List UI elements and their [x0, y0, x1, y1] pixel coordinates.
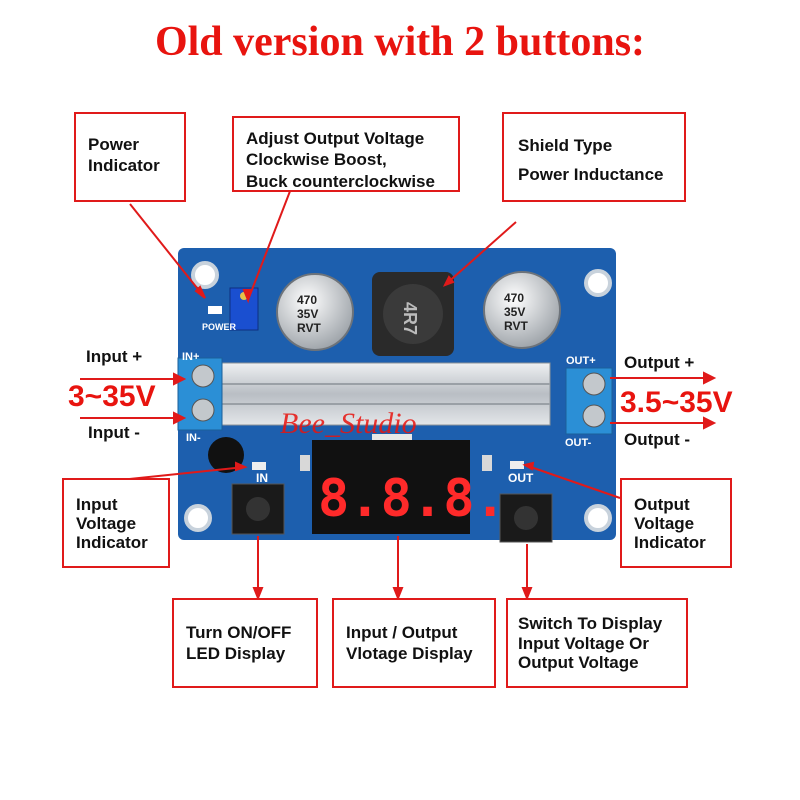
callout-input-indicator: Input Voltage Indicator — [62, 478, 170, 568]
callout-voltage-display: Input / Output Vlotage Display — [332, 598, 496, 688]
heatsink — [211, 362, 551, 426]
capacitor-right — [483, 271, 561, 349]
callout-power-indicator: Power Indicator — [74, 112, 186, 202]
input-range: 3~35V — [68, 380, 156, 413]
out-minus-silkscreen: OUT- — [565, 437, 592, 449]
callout-switch-display: Switch To Display Input Voltage Or Outpu… — [506, 598, 688, 688]
cap-left-line-2: 35V — [297, 307, 318, 321]
watermark: Bee_Studio — [280, 407, 417, 440]
in-plus-silkscreen: IN+ — [182, 351, 199, 363]
cap-right-line-2: 35V — [504, 305, 525, 319]
input-minus-label: Input - — [88, 423, 140, 442]
mounting-hole — [584, 269, 612, 297]
display-digits: 8.8.8. — [318, 469, 506, 529]
callout-turn-onoff: Turn ON/OFF LED Display — [172, 598, 318, 688]
mounting-hole — [584, 504, 612, 532]
out-plus-silkscreen: OUT+ — [566, 355, 596, 367]
inductor-code: 4R7 — [400, 302, 420, 335]
page-title: Old version with 2 buttons: — [154, 19, 646, 65]
input-led — [252, 462, 266, 470]
capacitor-left — [276, 273, 354, 351]
power-silkscreen: POWER — [202, 322, 237, 332]
cap-right-line-1: 470 — [504, 291, 524, 305]
cap-left-line-3: RVT — [297, 321, 321, 335]
output-led — [510, 461, 524, 469]
callout-output-indicator: Output Voltage Indicator — [620, 478, 732, 568]
in-minus-silkscreen: IN- — [186, 432, 201, 444]
input-plus-label: Input + — [86, 347, 143, 366]
in-silkscreen: IN — [256, 471, 268, 485]
output-range: 3.5~35V — [620, 386, 733, 419]
led-display — [312, 440, 470, 534]
output-minus-label: Output - — [624, 430, 691, 449]
cap-left-line-1: 470 — [297, 293, 317, 307]
output-plus-label: Output + — [624, 353, 695, 372]
power-led — [208, 306, 222, 314]
mounting-hole — [191, 261, 219, 289]
out-silkscreen: OUT — [508, 471, 534, 485]
cap-right-line-3: RVT — [504, 319, 528, 333]
onoff-button — [231, 483, 285, 535]
callout-inductance: Shield Type Power Inductance — [502, 112, 686, 202]
callout-adjust-voltage: Adjust Output Voltage Clockwise Boost, B… — [232, 116, 460, 192]
mounting-hole — [184, 504, 212, 532]
